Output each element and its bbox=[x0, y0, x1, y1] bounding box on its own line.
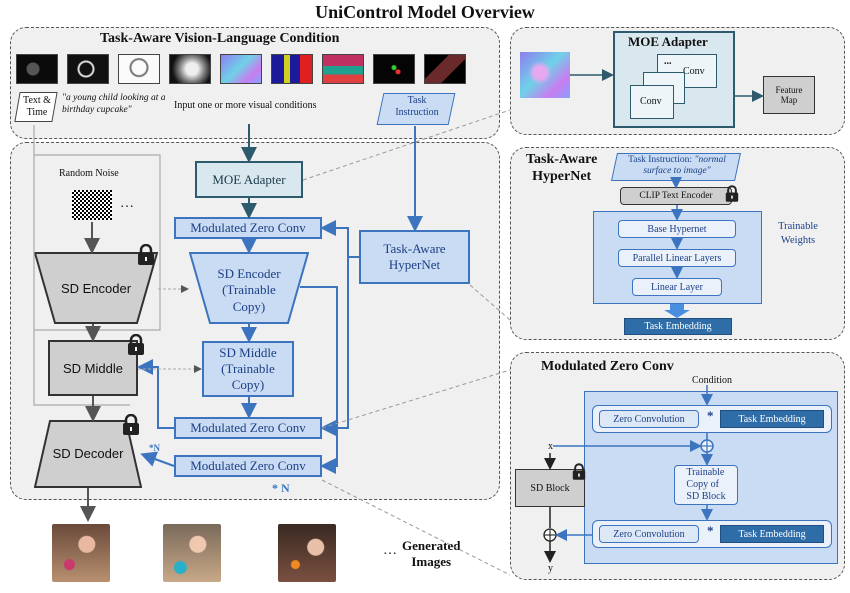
mzc-panel-title: Modulated Zero Conv bbox=[541, 359, 674, 374]
sd-decoder-label: SD Decoder bbox=[52, 446, 124, 461]
star-bottom: * bbox=[707, 523, 714, 538]
sd-encoder-shape bbox=[33, 252, 159, 324]
condition-thumb-depth bbox=[169, 54, 211, 84]
star-n-label: * N bbox=[272, 481, 290, 495]
modulated-zero-conv-bottom: Modulated Zero Conv bbox=[174, 455, 322, 477]
condition-thumb-bbox bbox=[322, 54, 364, 84]
lock-icon bbox=[128, 334, 144, 355]
hypernet-instruction-text: Task Instruction: "normal surface to ima… bbox=[618, 155, 736, 178]
lock-icon bbox=[725, 185, 739, 202]
zero-convolution-top: Zero Convolution bbox=[599, 410, 699, 428]
zero-convolution-bottom: Zero Convolution bbox=[599, 525, 699, 543]
generated-image-2 bbox=[163, 524, 221, 582]
generated-ellipsis: … bbox=[383, 543, 397, 558]
condition-thumb-normal bbox=[220, 54, 262, 84]
condition-thumb-sketch bbox=[118, 54, 160, 84]
sd-encoder-copy-label: SD Encoder (Trainable Copy) bbox=[217, 266, 281, 314]
lock-icon bbox=[572, 463, 586, 480]
sd-encoder-copy-shape bbox=[188, 252, 310, 324]
page-title: UniControl Model Overview bbox=[315, 2, 535, 22]
hypernet-panel-title: Task-Aware HyperNet bbox=[526, 152, 598, 184]
condition-thumb-pose bbox=[373, 54, 415, 84]
input-note: Input one or more visual conditions bbox=[174, 100, 317, 111]
condition-thumb-canny bbox=[16, 54, 58, 84]
trainable-weights-label: Trainable Weights bbox=[778, 221, 818, 246]
moe-conv-front-label: Conv bbox=[640, 96, 662, 107]
moe-conv-dots: ... bbox=[664, 56, 672, 67]
generated-image-3 bbox=[278, 524, 336, 582]
lock-icon bbox=[138, 244, 154, 265]
sd-middle-box: SD Middle bbox=[48, 340, 138, 396]
condition-panel-title: Task-Aware Vision-Language Condition bbox=[100, 31, 340, 46]
moe-panel-title: MOE Adapter bbox=[628, 34, 708, 49]
task-instruction-label: Task Instruction bbox=[395, 95, 439, 118]
generated-images-label: Generated Images bbox=[402, 538, 461, 570]
random-noise-image bbox=[72, 190, 112, 220]
text-time-label: Text & Time bbox=[23, 95, 51, 118]
hypernet-instruction-prefix: Task Instruction: bbox=[628, 155, 695, 165]
moe-conv-back-label: Conv bbox=[683, 66, 705, 77]
x-label: x bbox=[548, 441, 553, 452]
moe-conv-front bbox=[630, 85, 674, 119]
y-label: y bbox=[548, 563, 553, 574]
trainable-copy-box: Trainable Copy of SD Block bbox=[674, 465, 738, 505]
task-embedding-bottom: Task Embedding bbox=[720, 525, 824, 543]
hypernet-instruction-quote: "normal surface to image" bbox=[643, 155, 726, 177]
feature-map-box: Feature Map bbox=[763, 76, 815, 114]
condition-thumb-hed bbox=[67, 54, 109, 84]
condition-thumb-seg bbox=[271, 54, 313, 84]
sd-middle-copy-box: SD Middle (Trainable Copy) bbox=[202, 341, 294, 397]
lock-icon bbox=[123, 414, 139, 435]
star-top: * bbox=[707, 408, 714, 423]
condition-thumb-outpaint bbox=[424, 54, 466, 84]
sd-encoder-label: SD Encoder bbox=[60, 281, 132, 296]
task-embedding-box: Task Embedding bbox=[624, 318, 732, 335]
prompt-text: "a young child looking at a birthday cup… bbox=[62, 93, 166, 115]
star-n-small-label: *N bbox=[149, 443, 160, 453]
random-noise-label: Random Noise bbox=[59, 168, 119, 179]
moe-adapter-box: MOE Adapter bbox=[195, 161, 303, 198]
generated-image-1 bbox=[52, 524, 110, 582]
noise-ellipsis: … bbox=[120, 196, 134, 211]
condition-label: Condition bbox=[692, 375, 733, 386]
task-embedding-top: Task Embedding bbox=[720, 410, 824, 428]
moe-normal-image bbox=[520, 52, 570, 98]
